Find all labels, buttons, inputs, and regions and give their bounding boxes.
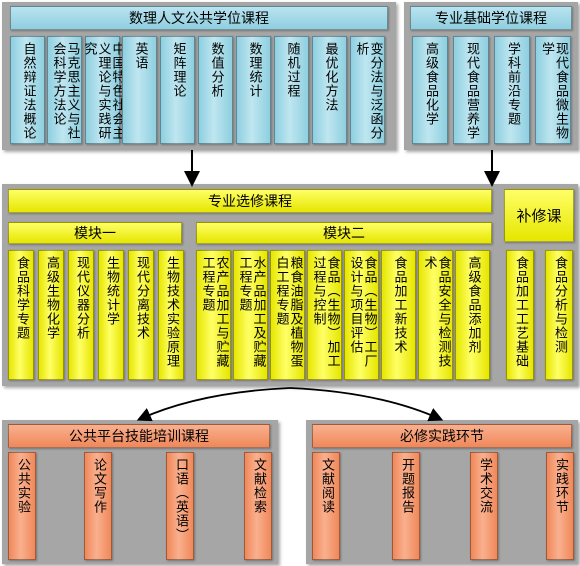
module1-course-6: 生物技术实验原理 [158,250,184,380]
module2-course-label: 食品加工新技术 [391,256,407,354]
supplementary-course-label: 食品分析与检测 [552,256,567,354]
public-course-9: 最优化方法 [312,36,347,144]
module2-course-label: 高级食品添加剂 [465,256,481,354]
basic-course-label: 高级食品化学 [423,42,438,126]
module2-course-label: 粮食油脂及植物蛋白工程专题 [273,256,303,368]
platform-course-label: 文献检索 [251,458,266,514]
practice-item-label: 学术交流 [477,458,492,514]
public-course-label: 随机过程 [284,42,300,98]
basic-courses-title: 专业基础学位课程 [410,6,572,30]
public-course-7: 数理统计 [236,36,271,144]
basic-course-label: 现代食品微生物学 [539,42,568,140]
public-course-label: 马克思主义与社会科学方法论 [50,42,80,140]
public-course-label: 数值分析 [208,42,224,98]
module1-course-label: 现代分离技术 [134,256,149,340]
module2-course-label: 农产品加工与贮藏工程专题 [199,256,229,368]
module2-course-label: 水产品加工及贮藏工程专题 [236,256,266,368]
arrow-elective-to-practice [289,387,444,422]
module2-course-label: 食品安全与检测技术 [421,256,451,368]
basic-course-label: 现代食品营养学 [464,42,479,140]
module1-course-label: 食品科学专题 [14,256,29,340]
practice-item-2: 开题报告 [392,452,420,560]
public-course-1: 自然辩证法概论 [10,36,45,144]
module1-course-label: 生物技术实验原理 [164,256,179,368]
module2-course-4: 食品（生物）加工过程与控制 [307,250,342,380]
module2-course-5: 食品（生物）工厂设计与项目评估 [344,250,379,380]
module1-course-4: 生物统计学 [98,250,124,380]
module2-course-label: 食品（生物）工厂设计与项目评估 [347,256,377,368]
module1-course-3: 现代仪器分析 [68,250,94,380]
public-course-6: 数值分析 [198,36,233,144]
practice-item-label: 文献阅读 [319,458,334,514]
module1-course-5: 现代分离技术 [128,250,154,380]
public-course-8: 随机过程 [274,36,309,144]
basic-course-4: 现代食品微生物学 [535,36,571,144]
module1-course-2: 高级生物化学 [38,250,64,380]
public-course-label: 中国特色社会主义理论与实践研究 [81,42,125,140]
public-course-label: 自然辩证法概论 [20,42,36,140]
basic-course-3: 学科前沿专题 [494,36,530,144]
module2-course-7: 食品安全与检测技术 [418,250,453,380]
public-course-label: 英语 [132,42,148,70]
module1-title: 模块一 [8,222,182,244]
platform-course-label: 论文写作 [91,458,106,514]
public-course-4: 英语 [122,36,157,144]
supplementary-course-1: 食品加工工艺基础 [506,250,534,380]
module1-course-label: 高级生物化学 [44,256,59,340]
public-course-label: 矩阵理论 [170,42,186,98]
basic-course-2: 现代食品营养学 [453,36,489,144]
public-course-label: 变分法与泛函分析 [353,42,383,140]
platform-course-2: 论文写作 [84,452,112,560]
public-course-label: 最优化方法 [322,42,338,112]
platform-title: 公共平台技能培训课程 [8,424,270,448]
public-course-3: 中国特色社会主义理论与实践研究 [82,36,125,144]
module1-course-label: 现代仪器分析 [74,256,89,340]
public-course-label: 数理统计 [246,42,262,98]
module2-course-8: 高级食品添加剂 [455,250,490,380]
public-courses-title: 数理人文公共学位课程 [10,6,388,30]
supplementary-course-label: 食品加工工艺基础 [513,256,528,368]
practice-item-label: 实践环节 [553,458,568,514]
platform-course-3: 口语（英语） [166,452,194,560]
platform-course-label: 口语（英语） [173,458,188,542]
practice-item-1: 文献阅读 [312,452,340,560]
module2-course-3: 粮食油脂及植物蛋白工程专题 [270,250,305,380]
module2-course-6: 食品加工新技术 [381,250,416,380]
basic-course-1: 高级食品化学 [412,36,448,144]
elective-title: 专业选修课程 [8,189,492,213]
public-course-5: 矩阵理论 [160,36,195,144]
supplementary-title: 补修课 [504,189,574,242]
platform-course-1: 公共实验 [8,452,36,560]
module2-course-label: 食品（生物）加工过程与控制 [310,256,340,368]
module2-course-1: 农产品加工与贮藏工程专题 [196,250,231,380]
module2-title: 模块二 [196,222,492,244]
platform-course-label: 公共实验 [15,458,30,514]
practice-title: 必修实践环节 [312,424,572,448]
platform-course-4: 文献检索 [244,452,272,560]
module2-course-2: 水产品加工及贮藏工程专题 [233,250,268,380]
public-course-2: 马克思主义与社会科学方法论 [47,36,82,144]
practice-item-4: 实践环节 [546,452,574,560]
supplementary-course-2: 食品分析与检测 [545,250,573,380]
arrow-elective-to-platform [136,387,291,422]
practice-item-label: 开题报告 [399,458,414,514]
basic-course-label: 学科前沿专题 [505,42,520,126]
module1-course-1: 食品科学专题 [8,250,34,380]
public-course-10: 变分法与泛函分析 [350,36,385,144]
module1-course-label: 生物统计学 [104,256,119,326]
practice-item-3: 学术交流 [470,452,498,560]
